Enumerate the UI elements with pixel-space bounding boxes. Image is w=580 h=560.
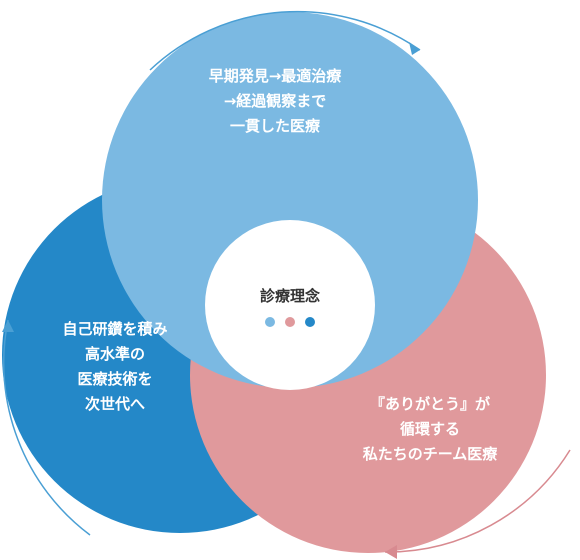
dot-blue-light [265, 317, 275, 327]
dot-pink [285, 317, 295, 327]
knowledge-text: 自己研鑽を積み 高水準の 医療技術を 次世代へ [62, 320, 168, 413]
arrow-top-head-icon [409, 42, 420, 55]
center-title: 診療理念 [259, 287, 320, 305]
arrow-bottom-head-icon [385, 545, 397, 559]
arrow-top-icon [149, 10, 421, 71]
arrow-left-head-icon [2, 320, 14, 332]
dot-blue-dark [305, 317, 315, 327]
arrow-left-icon [3, 319, 91, 536]
care-text: 早期発見→最適治療 →経過観察まで 一貫した医療 [208, 67, 342, 135]
circle-care [102, 12, 478, 388]
team-text: 『ありがとう』が 循環する 私たちのチーム医療 [362, 395, 498, 463]
arrow-bottom-icon [384, 449, 571, 553]
center-circle [205, 220, 375, 390]
